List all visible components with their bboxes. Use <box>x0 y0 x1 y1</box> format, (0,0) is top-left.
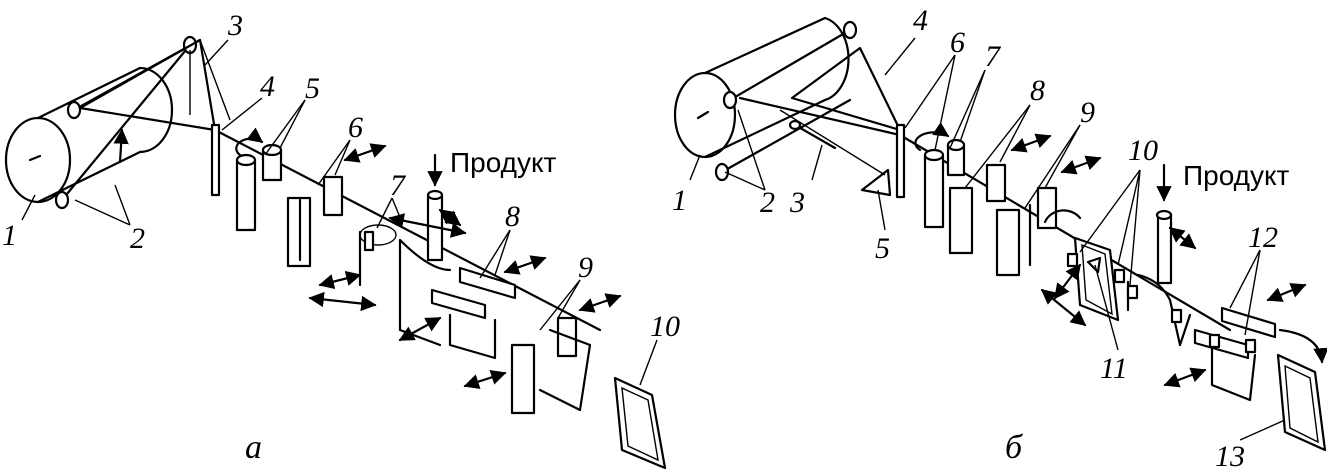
labels-b: 1 2 3 4 5 6 7 8 9 10 11 12 13 Продукт б <box>672 4 1290 471</box>
cutter-a <box>463 293 622 415</box>
label-a-4: 4 <box>260 70 275 103</box>
label-a-3: 3 <box>227 9 243 42</box>
label-b-9: 9 <box>1080 96 1095 129</box>
longitudinal-sealer-b <box>948 133 1052 255</box>
label-b-7: 7 <box>985 40 1002 73</box>
label-b-13: 13 <box>1215 440 1245 471</box>
leader-lines <box>21 37 1286 441</box>
guide-rollers-a <box>54 35 202 210</box>
caption-a: а <box>245 429 262 466</box>
label-a-6: 6 <box>348 111 363 144</box>
caption-b: б <box>1005 429 1024 466</box>
label-b-3: 3 <box>789 186 805 219</box>
diagram-b <box>673 16 1327 452</box>
film-roll-b <box>673 16 850 159</box>
former-bar-a <box>210 123 221 197</box>
rod-b <box>788 119 837 150</box>
product-label-b: Продукт <box>1183 160 1290 191</box>
triangle-former-b <box>738 46 1232 332</box>
tension-arrow-a <box>113 128 129 164</box>
feed-rollers-a <box>235 127 283 232</box>
finished-pack-b <box>1276 353 1327 452</box>
label-b-8: 8 <box>1030 74 1045 107</box>
cross-sealer-b <box>1040 163 1197 347</box>
feed-rollers-b <box>914 121 966 229</box>
label-b-1: 1 <box>672 184 687 217</box>
label-b-5: 5 <box>875 232 890 265</box>
film-roll-a <box>4 66 174 204</box>
finished-pack-a <box>613 376 667 470</box>
diagram-a <box>4 35 667 470</box>
label-b-4: 4 <box>913 4 928 37</box>
label-a-2: 2 <box>130 222 145 255</box>
second-sealer-b <box>995 155 1102 277</box>
label-b-10: 10 <box>1128 134 1158 167</box>
transverse-jaws-b <box>1163 283 1327 402</box>
label-a-9: 9 <box>578 251 593 284</box>
transverse-jaws-a <box>398 255 547 360</box>
folding-triangle-b <box>860 168 892 197</box>
label-a-5: 5 <box>305 72 320 105</box>
label-a-1: 1 <box>2 219 17 252</box>
label-b-11: 11 <box>1100 352 1128 385</box>
former-bar-b <box>895 123 906 199</box>
label-b-12: 12 <box>1248 221 1278 254</box>
label-a-10: 10 <box>650 310 680 343</box>
label-b-2: 2 <box>760 186 775 219</box>
label-b-6: 6 <box>950 26 965 59</box>
label-a-7: 7 <box>390 169 407 202</box>
labels-a: 1 2 3 4 5 6 7 8 9 10 Продукт а <box>2 9 680 466</box>
guide-rollers-b <box>714 20 858 182</box>
product-label-a: Продукт <box>450 147 557 178</box>
label-a-8: 8 <box>505 200 520 233</box>
film-tube-a <box>298 198 452 347</box>
